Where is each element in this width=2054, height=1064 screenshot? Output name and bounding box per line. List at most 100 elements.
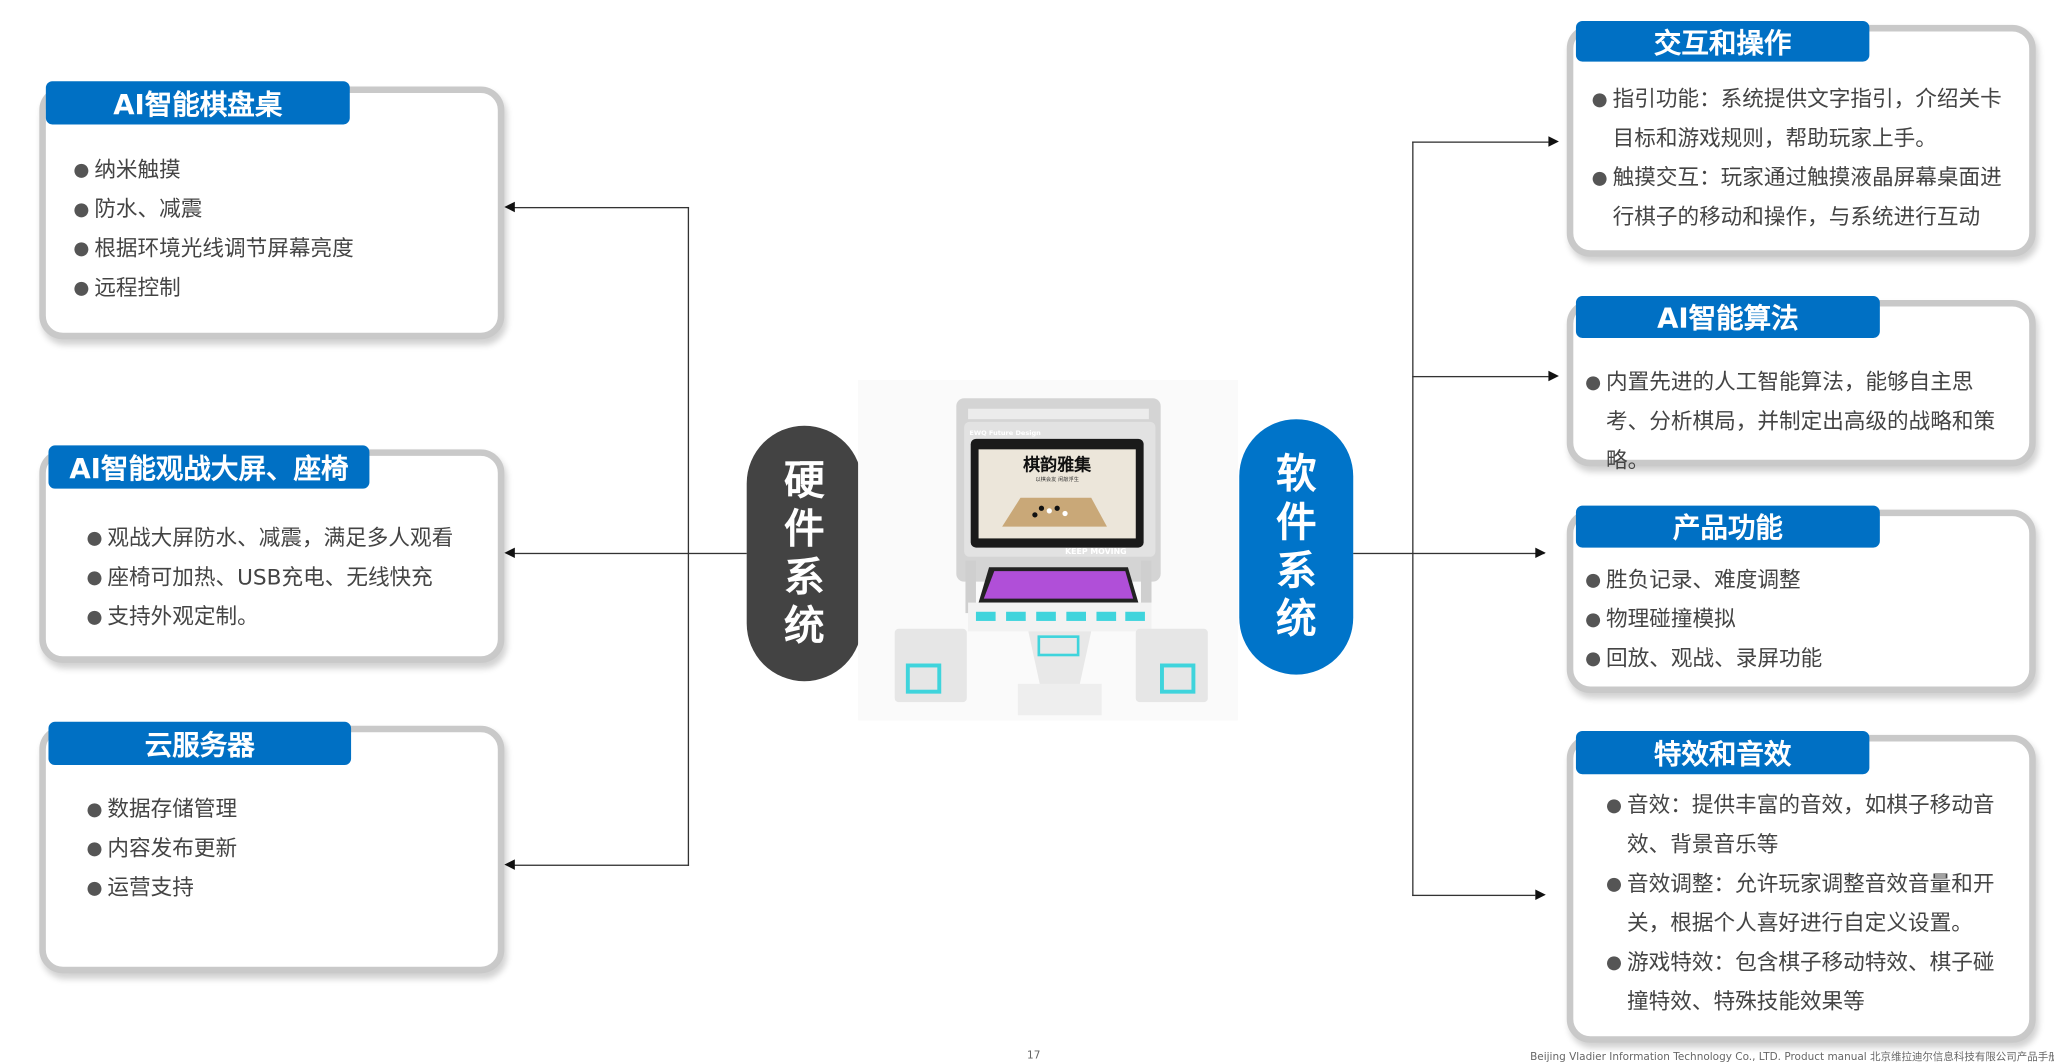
- bullet-icon: ●: [1606, 873, 1623, 895]
- hw-box-title: AI智能棋盘桌: [45, 81, 350, 125]
- bullet-icon: ●: [86, 877, 103, 899]
- list-item: ●座椅可加热、USB充电、无线快充: [86, 558, 453, 597]
- item-text: 音效调整：允许玩家调整音效音量和开关，根据个人喜好进行自定义设置。: [1627, 871, 1995, 936]
- footer-company: Beijing Vladier Information Technology C…: [1530, 1050, 2054, 1063]
- brand-text: EWQ Future Design: [969, 429, 1041, 437]
- item-text: 内置先进的人工智能算法，能够自主思考、分析棋局，并制定出高级的战略和策略。: [1606, 369, 1996, 473]
- bullet-icon: ●: [1606, 795, 1623, 817]
- list-item: ●物理碰撞模拟: [1585, 600, 1822, 639]
- sw-box-items: ●音效：提供丰富的音效，如棋子移动音效、背景音乐等 ●音效调整：允许玩家调整音效…: [1606, 786, 2002, 1022]
- screen-title: 棋韵雅集: [1023, 454, 1092, 475]
- connector-line: [513, 206, 690, 209]
- list-item: ●胜负记录、难度调整: [1585, 561, 1822, 600]
- bullet-icon: ●: [1585, 372, 1602, 393]
- label-char: 软: [1275, 449, 1317, 498]
- list-item: ●纳米触摸: [73, 151, 353, 190]
- connector-line: [1353, 552, 1545, 555]
- arrow-icon: [504, 201, 515, 213]
- sw-box-items: ●指引功能：系统提供文字指引，介绍关卡目标和游戏规则，帮助玩家上手。 ●触摸交互…: [1592, 80, 2009, 237]
- hw-box-items: ●数据存储管理 ●内容发布更新 ●运营支持: [86, 790, 237, 908]
- list-item: ●防水、减震: [73, 190, 353, 229]
- item-text: 指引功能：系统提供文字指引，介绍关卡目标和游戏规则，帮助玩家上手。: [1612, 86, 2002, 151]
- list-item: ●观战大屏防水、减震，满足多人观看: [86, 519, 453, 558]
- bullet-icon: ●: [86, 606, 103, 628]
- list-item: ●触摸交互：玩家通过触摸液晶屏幕桌面进行棋子的移动和操作，与系统进行互动: [1592, 159, 2009, 238]
- hw-box-title: AI智能观战大屏、座椅: [48, 445, 370, 489]
- hw-box-items: ●观战大屏防水、减震，满足多人观看 ●座椅可加热、USB充电、无线快充 ●支持外…: [86, 519, 453, 637]
- bullet-icon: ●: [86, 527, 103, 549]
- list-item: ●根据环境光线调节屏幕亮度: [73, 229, 353, 268]
- item-text: 防水、减震: [94, 196, 203, 222]
- chess-device-image: EWQ Future Design 棋韵雅集 以棋会友 闲敲浮生 KEEP MO…: [858, 379, 1238, 721]
- list-item: ●远程控制: [73, 269, 353, 308]
- screen-subtitle: 以棋会友 闲敲浮生: [1035, 475, 1079, 483]
- bullet-icon: ●: [73, 199, 90, 221]
- sw-box-items: ●内置先进的人工智能算法，能够自主思考、分析棋局，并制定出高级的战略和策略。: [1585, 363, 2011, 481]
- arrow-icon: [1535, 889, 1546, 900]
- list-item: ●指引功能：系统提供文字指引，介绍关卡目标和游戏规则，帮助玩家上手。: [1592, 80, 2009, 159]
- bullet-icon: ●: [86, 567, 103, 589]
- label-char: 硬: [784, 456, 825, 504]
- sw-box-interaction: [1566, 24, 2036, 257]
- software-system-label: 软 件 系 统: [1239, 419, 1354, 675]
- bullet-icon: ●: [86, 838, 103, 860]
- connector-line: [1412, 375, 1549, 378]
- item-text: 根据环境光线调节屏幕亮度: [94, 235, 354, 261]
- item-text: 支持外观定制。: [107, 603, 259, 629]
- connector-line: [513, 552, 747, 555]
- label-char: 统: [1275, 595, 1317, 643]
- connector-line: [513, 864, 690, 866]
- bullet-icon: ●: [1585, 609, 1602, 631]
- connector-line: [1412, 894, 1536, 897]
- item-text: 观战大屏防水、减震，满足多人观看: [107, 525, 454, 551]
- bullet-icon: ●: [1585, 648, 1602, 670]
- hardware-system-label: 硬 件 系 统: [746, 425, 862, 682]
- sw-box-title: AI智能算法: [1575, 296, 1880, 338]
- arrow-icon: [504, 859, 515, 870]
- item-text: 触摸交互：玩家通过触摸液晶屏幕桌面进行棋子的移动和操作，与系统进行互动: [1612, 165, 2002, 230]
- arrow-icon: [1535, 547, 1546, 559]
- connector-line: [1412, 141, 1549, 143]
- item-text: 纳米触摸: [94, 157, 181, 183]
- sw-box-effects-audio: [1566, 734, 2036, 1043]
- list-item: ●数据存储管理: [86, 790, 237, 829]
- item-text: 运营支持: [107, 875, 194, 900]
- label-char: 件: [1275, 498, 1317, 546]
- arrow-icon: [1548, 136, 1559, 147]
- connector-line: [687, 206, 690, 866]
- list-item: ●音效：提供丰富的音效，如棋子移动音效、背景音乐等: [1606, 786, 2002, 865]
- item-text: 音效：提供丰富的音效，如棋子移动音效、背景音乐等: [1627, 792, 1995, 857]
- connector-line: [1412, 141, 1414, 897]
- slogan-text: KEEP MOVING: [1065, 547, 1127, 556]
- sw-box-items: ●胜负记录、难度调整 ●物理碰撞模拟 ●回放、观战、录屏功能: [1585, 561, 1822, 679]
- item-text: 远程控制: [94, 275, 181, 300]
- item-text: 内容发布更新: [107, 835, 238, 861]
- label-char: 系: [1275, 546, 1317, 595]
- bullet-icon: ●: [86, 799, 103, 821]
- hw-box-cloud-server: [39, 725, 505, 974]
- sw-box-title: 产品功能: [1575, 505, 1880, 548]
- bullet-icon: ●: [73, 159, 90, 181]
- hw-box-items: ●纳米触摸 ●防水、减震 ●根据环境光线调节屏幕亮度 ●远程控制: [73, 151, 353, 308]
- label-char: 统: [784, 601, 825, 650]
- bullet-icon: ●: [1591, 89, 1608, 111]
- arrow-icon: [1548, 370, 1559, 382]
- list-item: ●运营支持: [86, 869, 237, 908]
- bullet-icon: ●: [1585, 569, 1602, 591]
- arrow-icon: [504, 547, 515, 559]
- item-text: 回放、观战、录屏功能: [1606, 645, 1823, 671]
- bullet-icon: ●: [1591, 167, 1608, 189]
- list-item: ●游戏特效：包含棋子移动特效、棋子碰撞特效、特殊技能效果等: [1606, 943, 2002, 1022]
- list-item: ●内置先进的人工智能算法，能够自主思考、分析棋局，并制定出高级的战略和策略。: [1585, 363, 2011, 481]
- page-number: 17: [1027, 1049, 1041, 1062]
- sw-box-title: 特效和音效: [1575, 730, 1870, 775]
- list-item: ●内容发布更新: [86, 829, 237, 868]
- list-item: ●支持外观定制。: [86, 597, 453, 636]
- label-char: 系: [784, 553, 825, 601]
- sw-box-title: 交互和操作: [1575, 20, 1870, 62]
- bullet-icon: ●: [73, 277, 90, 299]
- label-char: 件: [784, 505, 825, 553]
- item-text: 座椅可加热、USB充电、无线快充: [107, 564, 433, 590]
- list-item: ●音效调整：允许玩家调整音效音量和开关，根据个人喜好进行自定义设置。: [1606, 865, 2002, 944]
